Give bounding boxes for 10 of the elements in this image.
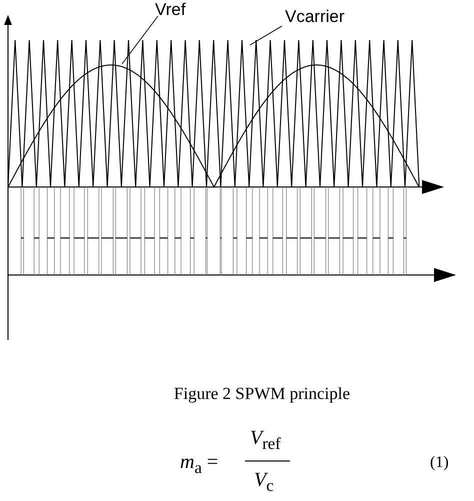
formula-lhs: m$_{a}$ =: [180, 452, 218, 477]
wave-label: Vref: [155, 1, 186, 18]
carrier-wave: [8, 40, 420, 188]
equation-number: (1): [430, 455, 449, 471]
leader-line: [250, 26, 282, 46]
formula-denominator: V$_{c}$: [254, 470, 274, 495]
figure-caption: Figure 2 SPWM principle: [174, 384, 350, 403]
leader-line: [122, 16, 158, 64]
wave-label: Vcarrier: [285, 8, 345, 25]
formula-numerator: V$_{ref}$: [250, 428, 281, 453]
